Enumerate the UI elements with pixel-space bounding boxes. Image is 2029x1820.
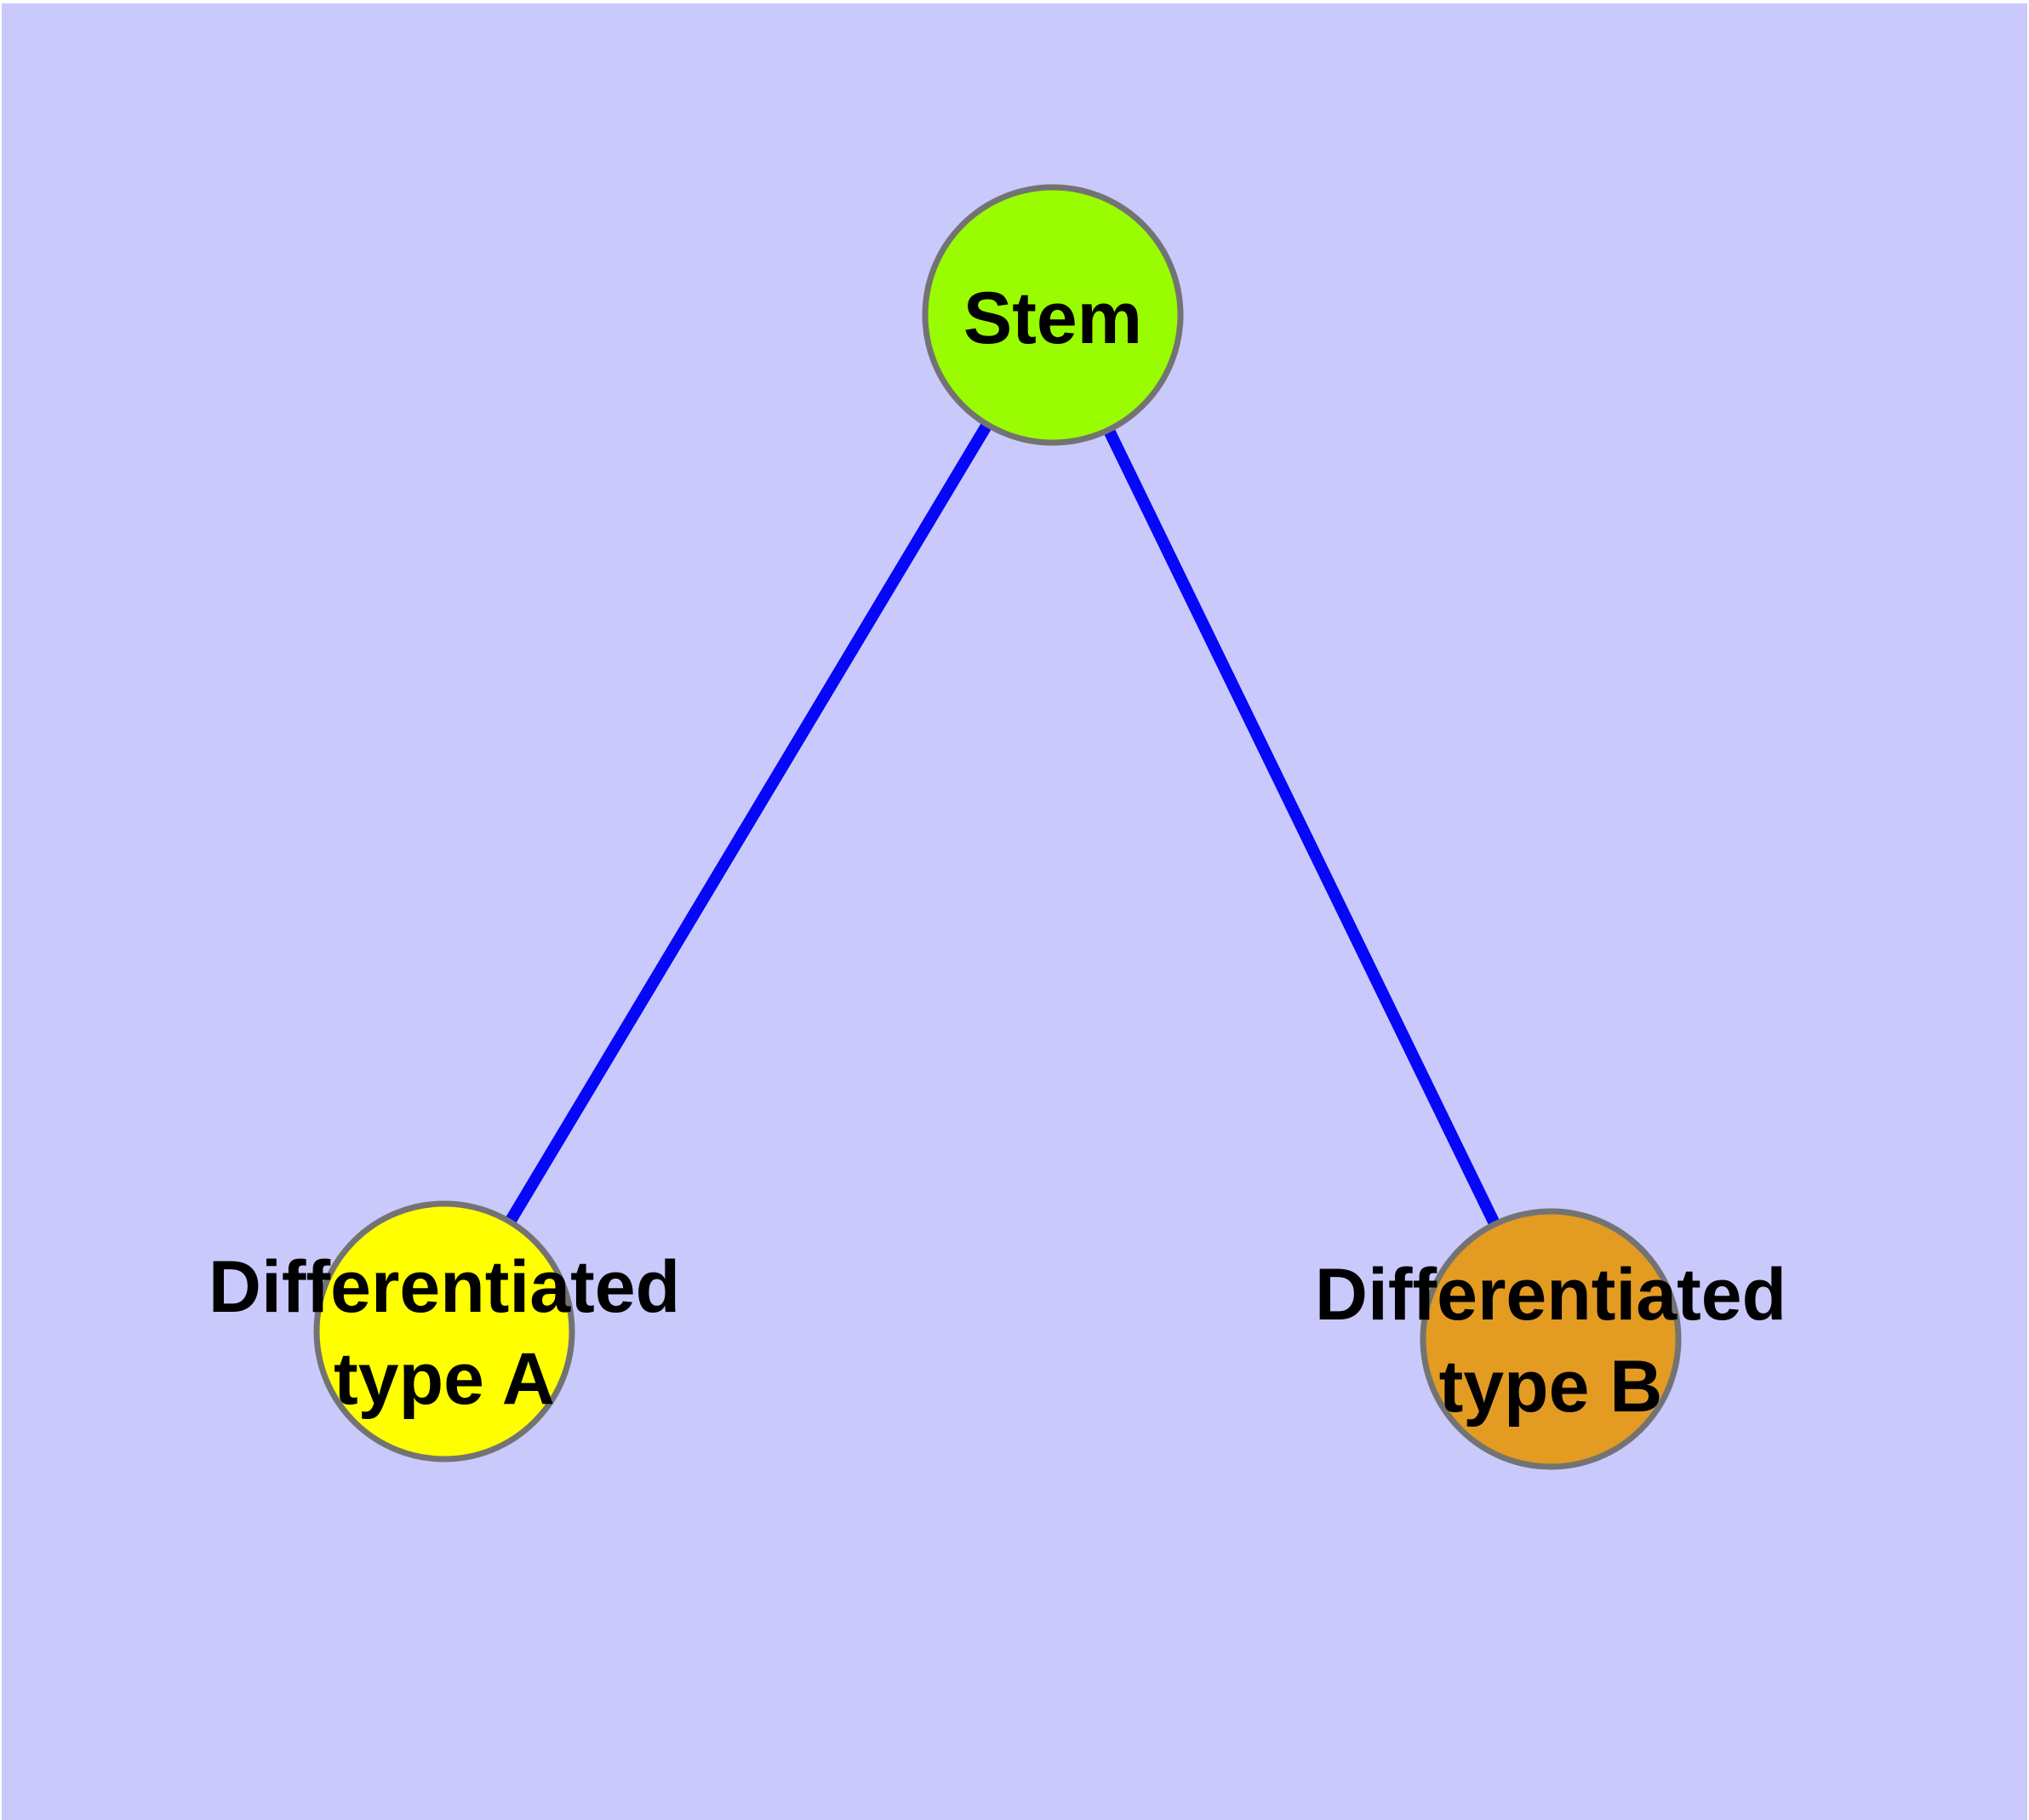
edge-stem-to-type-a — [438, 312, 1059, 1335]
node-type-b-label-line2: type B — [1439, 1346, 1663, 1428]
node-stem-label: Stem — [963, 278, 1142, 359]
node-type-b-label-line1: Differentiated — [1315, 1254, 1786, 1336]
node-differentiated-type-b: Differentiated type B — [1315, 1208, 1786, 1470]
node-stem-circle — [922, 184, 1184, 446]
node-differentiated-type-a: Differentiated type A — [209, 1200, 680, 1462]
edge-stem-to-type-b — [1047, 312, 1557, 1342]
node-stem: Stem — [922, 184, 1184, 446]
node-type-a-label-line2: type A — [334, 1338, 555, 1420]
node-type-a-circle — [313, 1200, 575, 1462]
node-type-b-circle — [1420, 1208, 1682, 1470]
node-type-a-label-line1: Differentiated — [209, 1246, 680, 1328]
